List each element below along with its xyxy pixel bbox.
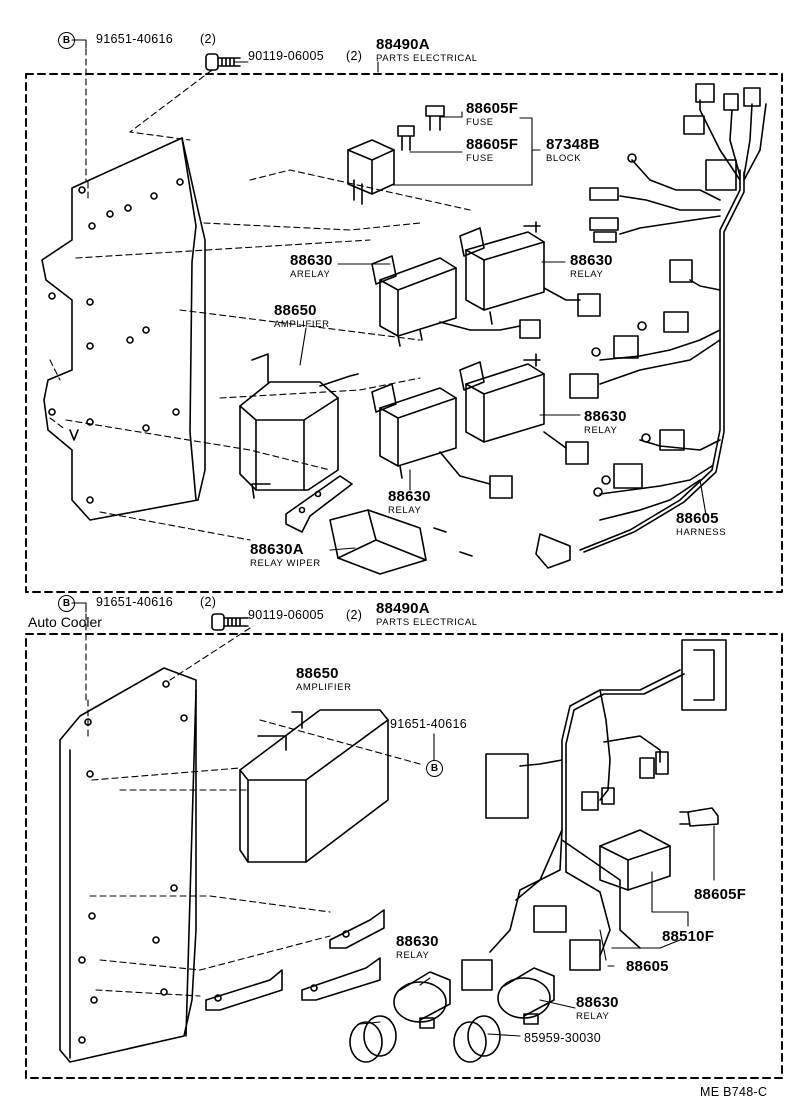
amplifier-name-bottom: AMPLIFIER [296,682,352,693]
relay-2-part-bottom: 88630 [576,994,619,1011]
fuse-block-top [347,105,445,205]
assembly-name-top: PARTS ELECTRICAL [376,53,478,64]
top-leaders [49,48,471,541]
brackets-bottom [205,909,385,1011]
bolt-qty-bottom: (2) [346,608,363,622]
fuse-2-part: 88605F [466,136,519,153]
ref-circle-b-bottom: B [58,595,75,612]
relay-a-part: 88630 [290,252,333,269]
fuse-1-part: 88605F [466,100,519,117]
ref-b-qty-bottom: (2) [200,595,217,609]
ref-circle-b-amplifier: B [426,760,443,777]
block-part-bottom: 88510F [662,928,715,945]
amplifier-top [239,353,359,499]
block-name-top: BLOCK [546,153,582,164]
relay-bottom-round-1 [349,971,451,1063]
bottom-leaders [85,613,421,997]
mounting-plate-top [41,137,206,521]
ref-b-part-bottom: 91651-40616 [96,595,173,609]
bolt-part-top: 90119-06005 [248,49,325,63]
bolt-ref-part-bottom: 91651-40616 [390,717,467,731]
fuse-part-bottom: 88605F [694,886,747,903]
relay-2-name-bottom: RELAY [576,1011,610,1022]
section-title-auto-cooler: Auto Cooler [28,614,102,630]
bottom-callout-lines [71,602,715,1037]
relay-bottom-left [371,383,513,499]
relay-top-right [459,221,601,325]
diagram-id: ME B748-C [700,1085,768,1099]
harness-part-bottom: 88605 [626,958,669,975]
relay-1-name-bottom: RELAY [396,950,430,961]
mounting-plate-bottom [59,667,197,1063]
relay-bottom-round-2 [453,967,555,1063]
relay-wiper-top [285,475,473,575]
assembly-name-bottom: PARTS ELECTRICAL [376,617,478,628]
relay-top-left [371,255,541,347]
relay-1-name-top: RELAY [570,269,604,280]
assembly-part-bottom: 88490A [376,600,430,617]
fuse-1-name: FUSE [466,117,494,128]
relay-1-part-top: 88630 [570,252,613,269]
top-section-frame [25,73,783,593]
bolt-qty-top: (2) [346,49,363,63]
bolt-part-bottom: 90119-06005 [248,608,325,622]
relay-wiper-name: RELAY WIPER [250,558,321,569]
fuse-2-name: FUSE [466,153,494,164]
relay-a-name: ARELAY [290,269,331,280]
bolt-icon-top [205,53,241,71]
relay-2-name-top: RELAY [584,425,618,436]
harness-name-top: HARNESS [676,527,727,538]
top-callout-lines [71,39,707,551]
bolt-icon-bottom [211,613,249,631]
relay-wiper-part: 88630A [250,541,304,558]
amplifier-part-bottom: 88650 [296,665,339,682]
relay-3-name-top: RELAY [388,505,422,516]
relay-2-part-top: 88630 [584,408,627,425]
amplifier-bottom [239,709,389,863]
relay-3-part-top: 88630 [388,488,431,505]
harness-part-top: 88605 [676,510,719,527]
block-part-top: 87348B [546,136,600,153]
amplifier-name-top: AMPLIFIER [274,319,330,330]
ref-b-part-top: 91651-40616 [96,32,173,46]
grommet-part-bottom: 85959-30030 [524,1031,601,1045]
harness-top [535,83,767,569]
relay-bottom-right [459,353,589,465]
amplifier-part-top: 88650 [274,302,317,319]
bottom-section-frame [25,633,783,1079]
relay-1-part-bottom: 88630 [396,933,439,950]
assembly-part-top: 88490A [376,36,430,53]
ref-circle-b-top: B [58,32,75,49]
harness-bottom [461,639,727,991]
ref-b-qty-top: (2) [200,32,217,46]
